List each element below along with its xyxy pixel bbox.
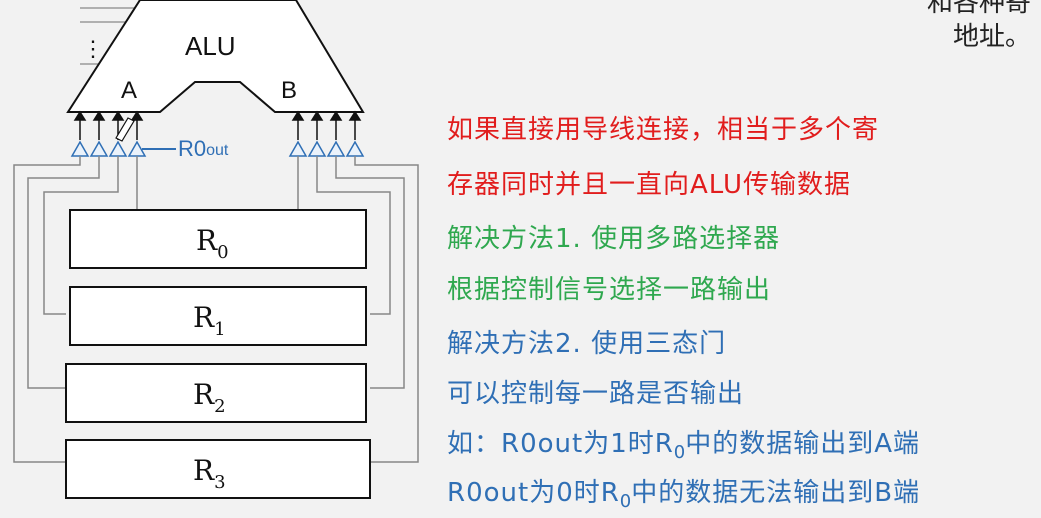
register-alu-diagram: ⋮ ALU A B R0out bbox=[13, 0, 419, 499]
alu-port-a: A bbox=[121, 77, 137, 104]
svg-text:R1: R1 bbox=[193, 301, 226, 340]
port-b-arrows bbox=[291, 110, 362, 140]
problem-line-2: 存器同时并且一直向ALU传输数据 bbox=[447, 170, 852, 200]
port-a-arrows bbox=[73, 110, 144, 140]
tristate-buffer-a0 bbox=[70, 140, 90, 157]
problem-line-1: 如果直接用导线连接，相当于多个寄 bbox=[447, 115, 880, 145]
svg-text:R2: R2 bbox=[193, 378, 226, 417]
corner-line-2: 地址。 bbox=[952, 22, 1031, 52]
solution1-line-1: 解决方法1. 使用多路选择器 bbox=[447, 224, 781, 254]
register-r0: R0 bbox=[69, 209, 367, 269]
wires-to-port-a bbox=[13, 156, 138, 463]
example-line-1: 如：R0out为1时R0中的数据输出到A端 bbox=[447, 429, 921, 463]
control-signal-label: R0out bbox=[178, 136, 229, 161]
register-r3: R3 bbox=[65, 439, 371, 499]
alu-label: ALU bbox=[185, 31, 236, 61]
tristate-buffer-b3 bbox=[345, 140, 365, 157]
ellipsis-dots: ⋮ bbox=[82, 36, 104, 61]
wires-to-port-b bbox=[297, 156, 419, 463]
register-r1: R1 bbox=[69, 286, 367, 346]
example-line-2: R0out为0时R0中的数据无法输出到B端 bbox=[447, 478, 921, 512]
solution2-line-1: 解决方法2. 使用三态门 bbox=[447, 329, 727, 359]
svg-text:R0: R0 bbox=[196, 224, 229, 263]
pen-cursor-icon bbox=[115, 117, 135, 142]
tristate-buffer-a2 bbox=[108, 140, 128, 157]
solution1-line-2: 根据控制信号选择一路输出 bbox=[447, 275, 772, 305]
solution2-line-2: 可以控制每一路是否输出 bbox=[447, 379, 745, 409]
tristate-buffer-b0 bbox=[288, 140, 308, 157]
tristate-buffer-b2 bbox=[326, 140, 346, 157]
corner-line-1: 和各种寄 bbox=[926, 0, 1031, 18]
tristate-buffer-b1 bbox=[307, 140, 327, 157]
register-r2: R2 bbox=[65, 363, 367, 423]
svg-text:R3: R3 bbox=[193, 454, 226, 493]
alu-port-b: B bbox=[281, 77, 297, 104]
tristate-buffer-a1 bbox=[89, 140, 109, 157]
